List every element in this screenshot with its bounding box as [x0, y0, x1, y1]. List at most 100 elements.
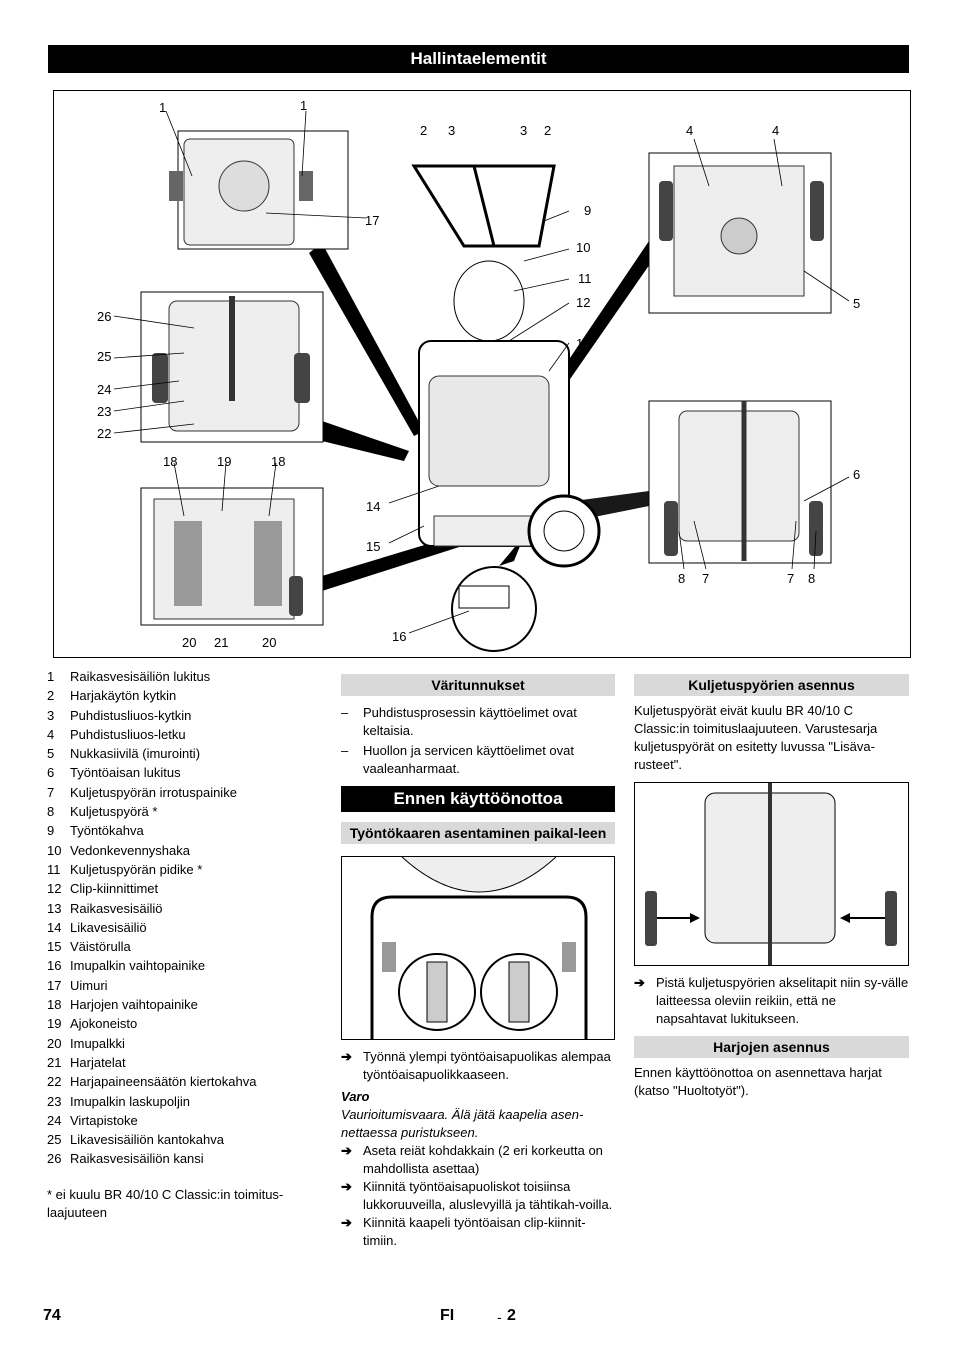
legend-text: Virtapistoke — [70, 1112, 138, 1128]
legend-text: Raikasvesisäiliön kansi — [70, 1151, 204, 1167]
colors-heading: Väritunnukset — [341, 674, 615, 696]
legend-number: 23 — [47, 1093, 62, 1109]
legend-number: 6 — [47, 765, 55, 781]
callout-3b: 3 — [520, 123, 528, 138]
legend-item: 5 Nukkasiivilä (imurointi) — [47, 744, 327, 763]
page-number: 74 — [43, 1307, 61, 1324]
legend-text: Puhdistusliuos-kytkin — [70, 707, 192, 723]
step-text: Kiinnitä kaapeli työntöaisan clip-kiinni… — [363, 1215, 586, 1248]
legend-number: 19 — [47, 1016, 62, 1032]
legend-number: 15 — [47, 939, 62, 955]
legend-text: Kuljetuspyörän irrotuspainike — [70, 784, 237, 800]
dash-mark: – — [341, 705, 349, 720]
warning-text: Vaurioitumisvaara. Älä jätä kaapelia ase… — [341, 1107, 584, 1140]
dash-mark: – — [341, 743, 349, 758]
legend-number: 12 — [47, 881, 62, 897]
legend-text: Harjakäytön kytkin — [70, 688, 177, 704]
legend-text: Nukkasiivilä (imurointi) — [70, 746, 201, 762]
legend-text: Imupalkin vaihtopainike — [70, 958, 206, 974]
arrow-icon: ➔ — [341, 1143, 352, 1158]
legend-number: 18 — [47, 997, 62, 1013]
legend-item: 22 Harjapaineensäätön kiertokahva — [47, 1072, 327, 1091]
callout-1b: 1 — [300, 98, 308, 113]
legend-item: 7 Kuljetuspyörän irrotuspainike — [47, 783, 327, 802]
legend-number: 2 — [47, 688, 55, 704]
callout-18a: 18 — [163, 454, 178, 469]
legend-text: Työntöaisan lukitus — [70, 765, 181, 781]
legend-text: Ajokoneisto — [70, 1016, 138, 1032]
legend-text: Imupalkki — [70, 1035, 125, 1051]
legend-number: 21 — [47, 1054, 62, 1070]
legend-number: 22 — [47, 1074, 62, 1090]
legend-item: 2 Harjakäytön kytkin — [47, 686, 327, 705]
legend-text: Vedonkevennyshaka — [70, 842, 190, 858]
legend-number: 25 — [47, 1132, 62, 1148]
callout-11: 11 — [578, 271, 592, 286]
callout-16: 16 — [392, 629, 407, 644]
callout-3a: 3 — [448, 123, 456, 138]
machine-illustration — [113, 110, 850, 652]
callout-26: 26 — [97, 309, 112, 324]
startup-heading: Ennen käyttöönottoa — [341, 786, 615, 812]
arrow-icon: ➔ — [341, 1215, 352, 1230]
legend-number: 4 — [47, 726, 55, 742]
callout-12: 12 — [576, 295, 591, 310]
legend-number: 7 — [47, 784, 55, 800]
handle-install-image — [341, 856, 615, 1040]
legend-text: Imupalkin laskupoljin — [70, 1093, 190, 1109]
legend-text: Harjojen vaihtopainike — [70, 997, 198, 1013]
legend-text: Harjapaineensäätön kiertokahva — [70, 1074, 257, 1090]
legend-text: Likavesisäiliön kantokahva — [70, 1132, 224, 1148]
footer-separator: - — [497, 1309, 502, 1325]
legend-item: 19 Ajokoneisto — [47, 1014, 327, 1033]
legend-text: Raikasvesisäiliö — [70, 900, 163, 916]
legend-item: 6 Työntöaisan lukitus — [47, 763, 327, 782]
wheels-heading: Kuljetuspyörien asennus — [634, 674, 909, 696]
footnote: * ei kuulu BR 40/10 C Classic:in toimitu… — [47, 1187, 284, 1220]
callout-7b: 7 — [787, 571, 795, 586]
legend-number: 10 — [47, 842, 62, 858]
step-item: ➔ Kiinnitä kaapeli työntöaisan clip-kiinn… — [341, 1214, 615, 1250]
legend-text: Likavesisäiliö — [70, 919, 147, 935]
legend-number: 9 — [47, 823, 55, 839]
language-code: FI — [440, 1307, 455, 1324]
callout-14: 14 — [366, 499, 381, 514]
callout-19: 19 — [217, 454, 232, 469]
legend-item: 18 Harjojen vaihtopainike — [47, 995, 327, 1014]
legend-item: 3 Puhdistusliuos-kytkin — [47, 706, 327, 725]
callout-2b: 2 — [544, 123, 552, 138]
step-text: Työnnä ylempi työntöaisapuolikas alempaa… — [363, 1049, 611, 1082]
step-item: ➔Kiinnitä työntöaisapuoliskot toisiinsa … — [341, 1178, 615, 1214]
legend-number: 11 — [47, 861, 61, 877]
wheels-illustration — [645, 783, 897, 965]
callout-7a: 7 — [702, 571, 710, 586]
callout-22: 22 — [97, 426, 112, 441]
colors-item-text: Puhdistusprosessin käyttöelimet ovat kel… — [363, 705, 577, 738]
legend-number: 1 — [47, 669, 55, 684]
callout-20a: 20 — [182, 635, 197, 650]
callout-20b: 20 — [262, 635, 277, 650]
legend-text: Työntökahva — [70, 823, 144, 839]
brushes-heading: Harjojen asennus — [634, 1036, 909, 1058]
colors-item: –Huollon ja servicen käyttöelimet ovat v… — [341, 742, 615, 778]
legend-text: Väistörulla — [70, 939, 131, 955]
callout-5: 5 — [853, 296, 861, 311]
step-text: Kiinnitä työntöaisapuoliskot toisiinsa l… — [363, 1179, 613, 1212]
legend-text: Clip-kiinnittimet — [70, 881, 159, 897]
warning-label: Varo — [341, 1089, 370, 1104]
callout-4b: 4 — [772, 123, 780, 138]
legend-number: 17 — [47, 977, 62, 993]
legend-number: 3 — [47, 707, 55, 723]
callout-21: 21 — [214, 635, 229, 650]
colors-item: –Puhdistusprosessin käyttöelimet ovat ke… — [341, 704, 615, 740]
legend-number: 5 — [47, 746, 55, 762]
callout-2a: 2 — [420, 123, 428, 138]
